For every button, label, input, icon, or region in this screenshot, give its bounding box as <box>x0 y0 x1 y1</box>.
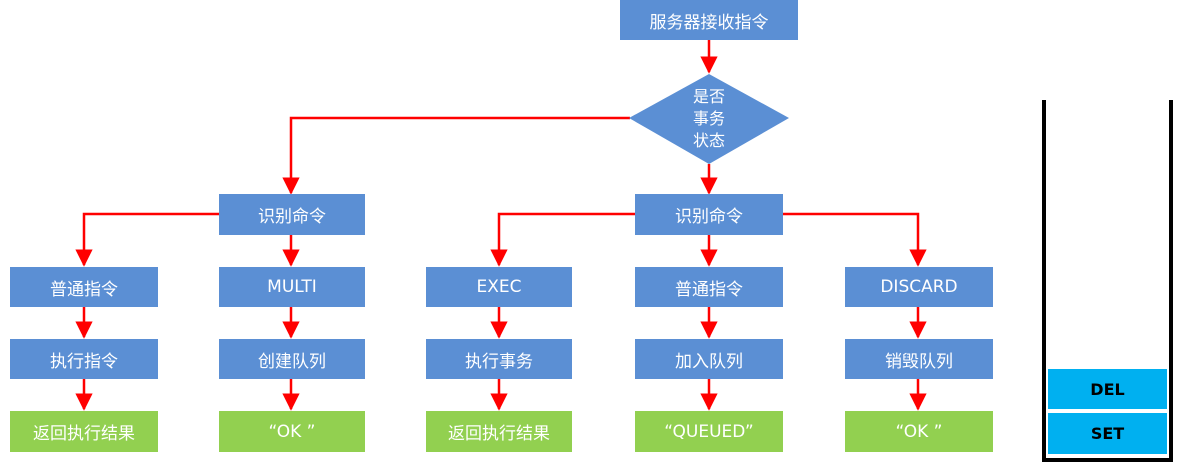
node-col1-command-label: 普通指令 <box>50 279 118 300</box>
node-col5-result-label: “OK ” <box>895 421 943 442</box>
node-col1-action: 执行指令 <box>10 339 158 379</box>
node-col1-result-label: 返回执行结果 <box>33 424 135 444</box>
node-col5-command-label: DISCARD <box>880 277 958 297</box>
node-col3-command: EXEC <box>426 267 572 307</box>
node-col2-command-label: MULTI <box>267 277 317 297</box>
node-col3-result: 返回执行结果 <box>426 411 572 452</box>
node-col5-command: DISCARD <box>845 267 993 307</box>
node-col2-command: MULTI <box>219 267 365 307</box>
node-col2-result-label: “OK ” <box>268 421 316 442</box>
node-col4-result: “QUEUED” <box>635 411 783 452</box>
queue-right-wall <box>1169 100 1173 462</box>
arrow-identify-right-col5 <box>783 212 927 267</box>
queue-left-wall <box>1042 100 1046 462</box>
node-col3-result-label: 返回执行结果 <box>448 424 550 444</box>
node-col2-result: “OK ” <box>219 411 365 452</box>
decision-diamond <box>629 74 789 164</box>
node-col5-result: “OK ” <box>845 411 993 452</box>
node-col5-action: 销毁队列 <box>845 339 993 379</box>
decision-label: 是否 事务 状态 <box>679 86 739 152</box>
queue-item-del-label: DEL <box>1090 379 1125 399</box>
node-col2-action: 创建队列 <box>219 339 365 379</box>
node-col4-action-label: 加入队列 <box>675 351 743 372</box>
node-identify-left-label: 识别命令 <box>258 207 326 227</box>
node-col3-action-label: 执行事务 <box>465 351 533 372</box>
node-col1-result: 返回执行结果 <box>10 411 158 452</box>
node-identify-left: 识别命令 <box>219 194 365 235</box>
queue-item-set: SET <box>1048 413 1167 454</box>
node-identify-right: 识别命令 <box>635 194 783 235</box>
node-col1-command: 普通指令 <box>10 267 158 307</box>
decision-line-1: 是否 <box>692 87 725 106</box>
node-col4-command-label: 普通指令 <box>675 279 743 300</box>
node-col2-action-label: 创建队列 <box>258 351 326 372</box>
arrow-identify-left-col1 <box>75 212 219 267</box>
node-col3-action: 执行事务 <box>426 339 572 379</box>
decision-line-3: 状态 <box>692 131 725 150</box>
node-identify-right-label: 识别命令 <box>675 207 743 227</box>
queue-item-del: DEL <box>1048 369 1167 409</box>
decision-line-2: 事务 <box>692 109 725 128</box>
arrow-decision-left <box>282 116 630 195</box>
queue-floor <box>1042 458 1173 462</box>
node-start: 服务器接收指令 <box>620 0 798 40</box>
node-start-label: 服务器接收指令 <box>649 12 769 33</box>
node-col4-result-label: “QUEUED” <box>664 421 754 442</box>
node-col1-action-label: 执行指令 <box>50 351 118 372</box>
queue-item-set-label: SET <box>1090 424 1125 443</box>
node-col3-command-label: EXEC <box>476 277 522 297</box>
node-col4-command: 普通指令 <box>635 267 783 307</box>
arrow-identify-right-col3 <box>490 212 635 267</box>
node-col4-action: 加入队列 <box>635 339 783 379</box>
node-col5-action-label: 销毁队列 <box>885 351 953 372</box>
